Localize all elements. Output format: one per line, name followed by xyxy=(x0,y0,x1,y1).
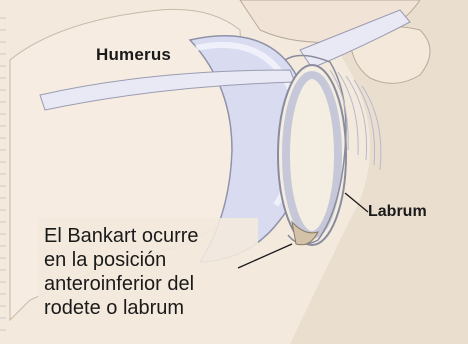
humerus-label: Humerus xyxy=(96,45,171,65)
labrum-label: Labrum xyxy=(368,203,427,221)
bankart-caption: El Bankart ocurre en la posición anteroi… xyxy=(44,224,284,320)
